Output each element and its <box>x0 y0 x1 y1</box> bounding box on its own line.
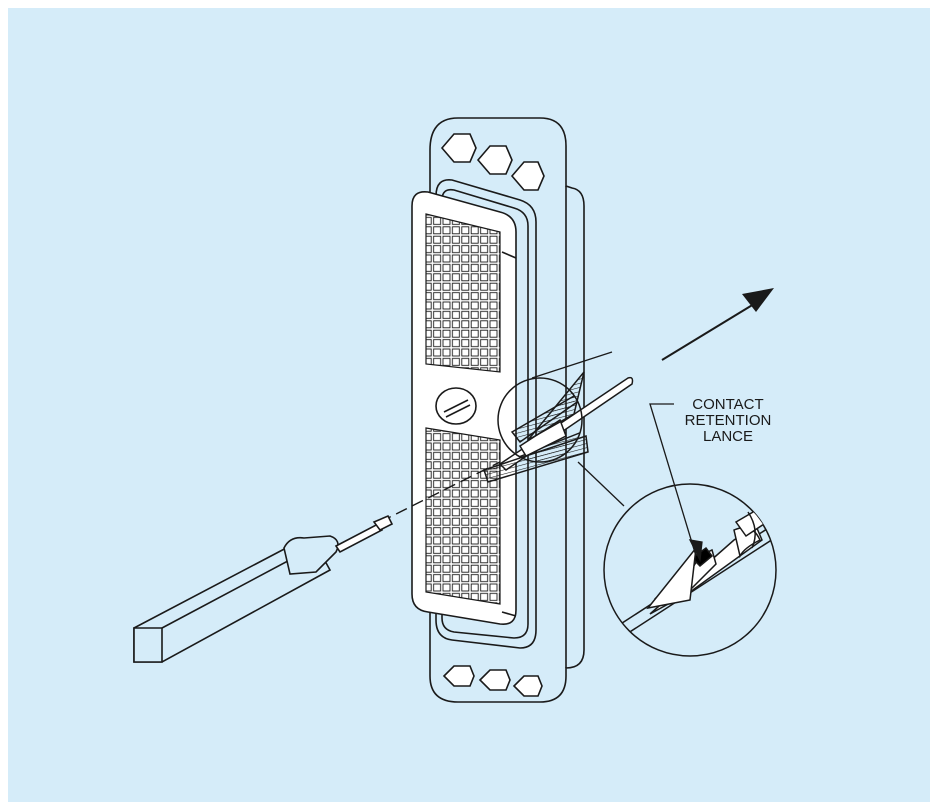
callout-line-3: LANCE <box>702 428 754 445</box>
lower-contact-cavities <box>425 427 501 605</box>
top-screw-pockets <box>440 133 545 191</box>
callout-label: CONTACT RETENTION LANCE <box>676 397 780 445</box>
insertion-axis <box>379 461 501 523</box>
detail-view <box>603 483 777 657</box>
detail-leaders <box>531 351 625 507</box>
wire-and-contact <box>483 371 634 483</box>
callout-line-2: RETENTION <box>684 412 772 429</box>
callout-leader <box>649 403 703 563</box>
callout-line-1: CONTACT <box>692 396 764 413</box>
arrow-up-right-icon <box>661 288 774 361</box>
removal-tool <box>133 514 394 663</box>
bottom-screw-pockets <box>442 665 543 697</box>
jackscrew <box>435 387 477 425</box>
upper-contact-cavities <box>425 213 501 373</box>
